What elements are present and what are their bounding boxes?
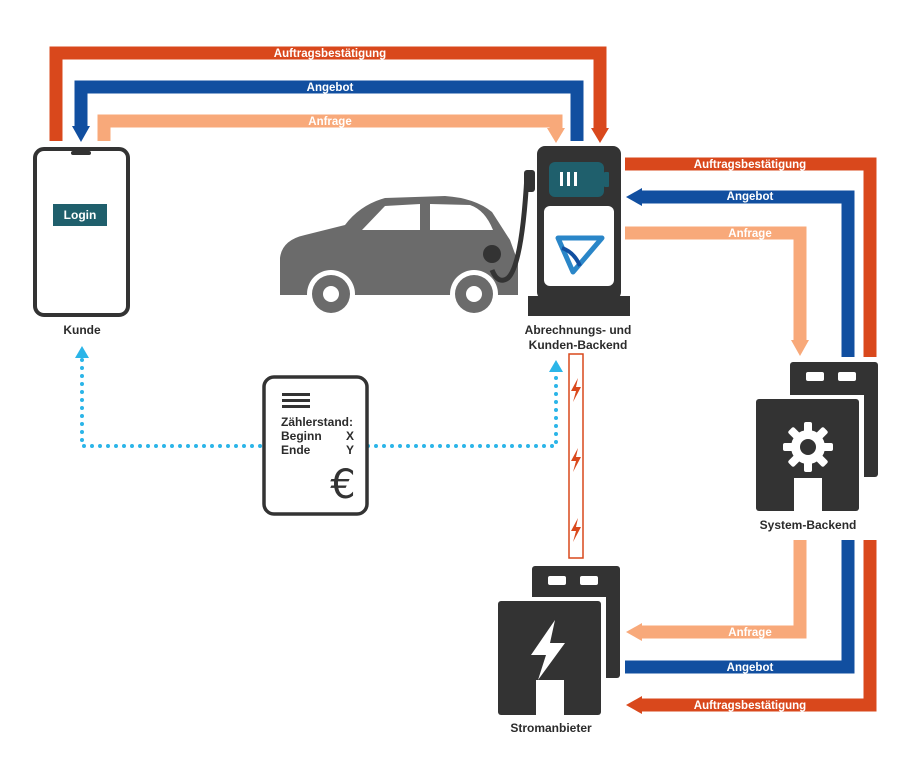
charger-node: Abrechnungs- und Kunden-Backend — [483, 146, 631, 352]
login-button-label: Login — [64, 208, 97, 222]
system-node: System-Backend — [752, 362, 878, 532]
top-anfrage-arrow: Anfrage — [97, 114, 565, 143]
kunde-label: Kunde — [63, 323, 101, 337]
energy-connection — [568, 353, 584, 559]
right-anfrage-arrow: Anfrage — [625, 226, 809, 356]
lightning-bolt-icon — [571, 378, 581, 542]
battery-icon — [549, 162, 609, 197]
strom-node: Stromanbieter — [494, 566, 620, 735]
brand-logo-icon — [555, 235, 605, 275]
bottom-flows: Anfrage Angebot Auftragsbestätigung — [625, 540, 877, 714]
euro-symbol: € — [330, 462, 355, 508]
top-auftrag-arrow: Auftragsbestätigung — [49, 46, 609, 143]
right-angebot-label: Angebot — [727, 191, 774, 203]
right-flows: Auftragsbestätigung Angebot Anfrage — [625, 157, 877, 357]
car-icon — [280, 196, 518, 318]
bottom-angebot-arrow: Angebot — [625, 540, 855, 674]
server-icon — [494, 566, 620, 718]
right-angebot-arrow: Angebot — [626, 188, 855, 357]
top-angebot-label: Angebot — [307, 82, 354, 94]
receipt-row-label: Beginn — [281, 429, 322, 443]
right-auftrag-arrow: Auftragsbestätigung — [625, 157, 877, 357]
bottom-anfrage-arrow: Anfrage — [626, 540, 807, 641]
kunde-node: Login Kunde — [33, 147, 130, 337]
top-auftrag-label: Auftragsbestätigung — [274, 48, 386, 60]
receipt-row-value: X — [346, 429, 354, 443]
receipt-connection — [75, 346, 563, 448]
receipt-row-value: Y — [346, 443, 354, 457]
charger-label-line2: Kunden-Backend — [529, 338, 628, 352]
top-angebot-arrow: Angebot — [72, 80, 584, 142]
gear-icon — [783, 422, 833, 472]
bottom-angebot-label: Angebot — [727, 662, 774, 674]
receipt-title: Zählerstand: — [281, 415, 353, 429]
strom-label: Stromanbieter — [510, 721, 592, 735]
receipt-icon: Zählerstand: Beginn X Ende Y € — [262, 375, 369, 516]
top-anfrage-label: Anfrage — [308, 116, 351, 128]
charger-label-line1: Abrechnungs- und — [525, 323, 632, 337]
system-label: System-Backend — [760, 518, 857, 532]
right-auftrag-label: Auftragsbestätigung — [694, 159, 806, 171]
bottom-auftrag-arrow: Auftragsbestätigung — [626, 540, 877, 714]
top-flows: Auftragsbestätigung Angebot Anfrage — [49, 46, 609, 143]
right-anfrage-label: Anfrage — [728, 228, 771, 240]
smartphone-icon — [33, 147, 130, 317]
login-button[interactable] — [53, 204, 107, 226]
lightning-bolt-icon — [531, 620, 565, 680]
receipt-row-label: Ende — [281, 443, 311, 457]
bottom-auftrag-label: Auftragsbestätigung — [694, 700, 806, 712]
bottom-anfrage-label: Anfrage — [728, 627, 771, 639]
